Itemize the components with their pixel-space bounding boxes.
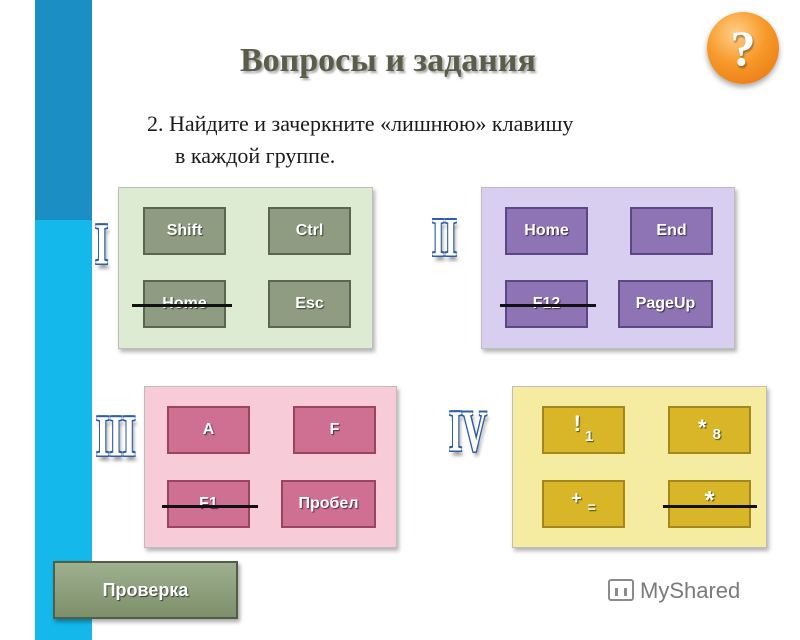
group-numeral-1: I	[95, 214, 109, 277]
instruction-line-1: 2. Найдите и зачеркните «лишнюю» клавишу	[147, 111, 574, 136]
key-esc[interactable]: Esc	[268, 280, 351, 328]
brand-watermark: MyShared	[608, 578, 740, 604]
instruction-line-2: в каждой группе.	[175, 143, 336, 168]
help-icon[interactable]: ?	[707, 12, 779, 84]
key-a[interactable]: A	[167, 406, 250, 454]
group-numeral-3: III	[96, 406, 136, 469]
key-main-symbol: +	[571, 488, 582, 508]
presentation-icon	[608, 579, 634, 601]
strike-line-2	[500, 304, 596, 307]
key-main-symbol: *	[704, 485, 715, 515]
key-exclamation-1[interactable]: !1	[542, 406, 625, 454]
key-asterisk[interactable]: *	[668, 480, 751, 528]
sidebar-bar-dark	[35, 0, 92, 220]
brand-name: MyShared	[640, 578, 741, 603]
key-f1[interactable]: F1	[167, 480, 250, 528]
key-ctrl[interactable]: Ctrl	[268, 207, 351, 255]
key-space[interactable]: Пробел	[281, 480, 376, 528]
key-main-symbol: *	[698, 415, 707, 440]
instruction-text: 2. Найдите и зачеркните «лишнюю» клавишу…	[147, 108, 573, 172]
key-sub-symbol: 8	[712, 426, 721, 443]
key-asterisk-8[interactable]: *8	[668, 406, 751, 454]
key-end[interactable]: End	[630, 207, 713, 255]
check-button[interactable]: Проверка	[53, 561, 238, 619]
key-sub-symbol: 1	[584, 428, 594, 445]
strike-line-3	[162, 505, 258, 508]
key-shift[interactable]: Shift	[143, 207, 226, 255]
key-sub-symbol: =	[587, 499, 596, 515]
strike-line-1	[132, 304, 232, 307]
key-f[interactable]: F	[293, 406, 376, 454]
page-title: Вопросы и задания	[240, 42, 536, 79]
group-numeral-4: IV	[449, 401, 487, 464]
key-home[interactable]: Home	[505, 207, 588, 255]
strike-line-4	[663, 505, 757, 508]
group-numeral-2: II	[432, 206, 457, 268]
key-plus-equals[interactable]: +=	[542, 480, 625, 528]
key-pageup[interactable]: PageUp	[618, 280, 713, 328]
key-main-symbol: !	[573, 411, 581, 436]
